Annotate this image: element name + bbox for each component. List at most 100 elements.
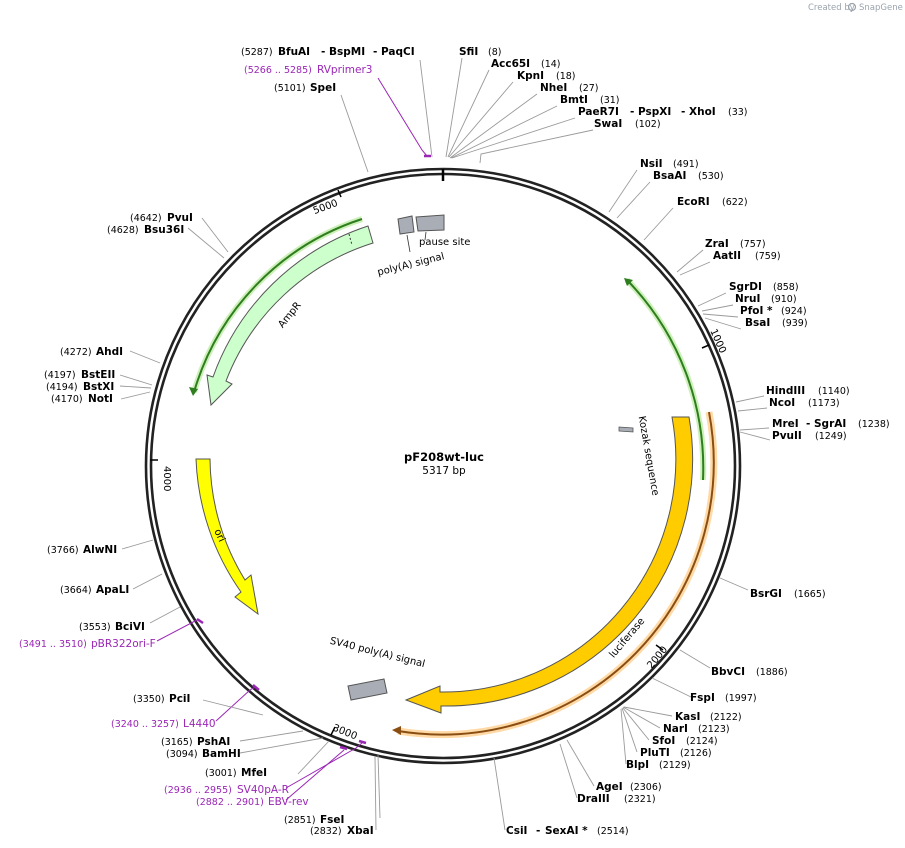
site-pspxi[interactable]: PspXI <box>638 106 671 118</box>
site-pvui[interactable]: PvuI <box>167 212 193 224</box>
site-csii[interactable]: CsiI <box>506 825 527 837</box>
orf-orange-arrowhead <box>392 726 401 735</box>
site-sfii[interactable]: SfiI <box>459 46 478 58</box>
feature-pause-box[interactable] <box>415 214 445 232</box>
site-nrui[interactable]: NruI <box>735 293 760 305</box>
site-bspmi[interactable]: BspMI <box>329 46 365 58</box>
feature-ampr[interactable] <box>206 225 374 407</box>
site-bsteii[interactable]: BstEII <box>81 369 115 381</box>
tick-label-3000: 3000 <box>331 723 359 743</box>
site-ecori[interactable]: EcoRI <box>677 196 710 208</box>
site-pos-bstxi: (4194) <box>46 382 78 393</box>
site-mfei[interactable]: MfeI <box>241 767 267 779</box>
site-apali[interactable]: ApaLI <box>96 584 129 596</box>
feature-polya-box[interactable] <box>397 215 415 235</box>
primer-pos-l4440: (3240 .. 3257) <box>111 719 179 730</box>
site-pvuii[interactable]: PvuII <box>772 430 802 442</box>
site-paer7i[interactable]: PaeR7I <box>578 106 619 118</box>
site-pos-blpi: (2129) <box>659 760 691 771</box>
site-sgrdi[interactable]: SgrDI <box>729 281 762 293</box>
feature-label-sv40-polya: SV40 poly(A) signal <box>329 636 426 670</box>
site-pos-xbai: (2832) <box>310 826 342 837</box>
site-bfuai[interactable]: BfuAI <box>278 46 310 58</box>
plasmid-name: pF208wt-luc <box>404 450 484 464</box>
primer-rvprimer3[interactable]: RVprimer3 <box>317 64 373 76</box>
site-aatii[interactable]: AatII <box>713 250 741 262</box>
tick-1000 <box>701 344 710 349</box>
site-acc65i[interactable]: Acc65I <box>491 58 530 70</box>
site-pos-ncoi: (1173) <box>808 398 840 409</box>
feature-kozak-box[interactable] <box>618 426 634 433</box>
site-sgrai[interactable]: SgrAI <box>814 418 846 430</box>
site-kpni[interactable]: KpnI <box>517 70 544 82</box>
site-noti[interactable]: NotI <box>88 393 113 405</box>
site-zrai[interactable]: ZraI <box>705 238 729 250</box>
site-bsai[interactable]: BsaI <box>745 317 770 329</box>
site-xhoi[interactable]: XhoI <box>689 106 716 118</box>
site-agei[interactable]: AgeI <box>596 781 623 793</box>
site-draiii[interactable]: DraIII <box>577 793 610 805</box>
site-spei[interactable]: SpeI <box>310 82 336 94</box>
site-pos-noti: (4170) <box>51 394 83 405</box>
site-bmti[interactable]: BmtI <box>560 94 588 106</box>
site-ahdi[interactable]: AhdI <box>96 346 123 358</box>
site-swai[interactable]: SwaI <box>594 118 622 130</box>
feature-sv40-polya-box[interactable] <box>347 678 388 701</box>
site-bcivi[interactable]: BciVI <box>115 621 145 633</box>
site-pcii[interactable]: PciI <box>169 693 190 705</box>
site-pos-aatii: (759) <box>755 251 781 262</box>
site-pos-apali: (3664) <box>60 585 92 596</box>
primer-sv40pa[interactable]: SV40pA-R <box>237 784 289 796</box>
site-pos-swai: (102) <box>635 119 661 130</box>
site-nari[interactable]: NarI <box>663 723 688 735</box>
feature-ori[interactable] <box>195 458 259 616</box>
feature-label-ampr: AmpR <box>276 300 303 330</box>
site-nhei[interactable]: NheI <box>540 82 567 94</box>
primer-pbr322ori[interactable]: pBR322ori-F <box>91 638 156 650</box>
site-pfoi[interactable]: PfoI * <box>740 305 773 317</box>
site-pos-bfuai: (5287) <box>241 47 273 58</box>
site-ncoi[interactable]: NcoI <box>769 397 795 409</box>
tick-label-2000: 2000 <box>645 644 670 671</box>
site-pshai[interactable]: PshAI <box>197 736 230 748</box>
site-fsei[interactable]: FseI <box>320 814 344 826</box>
site-pos-sfii: (8) <box>488 47 501 58</box>
site-bamhi[interactable]: BamHI <box>202 748 241 760</box>
site-leaders <box>119 57 771 831</box>
site-mrei[interactable]: MreI <box>772 418 799 430</box>
site-pos-bamhi: (3094) <box>166 749 198 760</box>
site-alwni[interactable]: AlwNI <box>83 544 117 556</box>
site-pos-spei: (5101) <box>274 83 306 94</box>
site-bstxi[interactable]: BstXI <box>83 381 114 393</box>
site-blpi[interactable]: BlpI <box>626 759 649 771</box>
site-hindiii[interactable]: HindIII <box>766 385 805 397</box>
site-pos-pvuii: (1249) <box>815 431 847 442</box>
site-pos-fsei: (2851) <box>284 815 316 826</box>
site-paqci[interactable]: PaqCI <box>381 46 415 58</box>
primer-marks <box>196 154 431 751</box>
primer-ebvrev[interactable]: EBV-rev <box>268 796 309 808</box>
site-xbai[interactable]: XbaI <box>347 825 374 837</box>
site-bsaai[interactable]: BsaAI <box>653 170 686 182</box>
tick-label-4000: 4000 <box>161 466 172 491</box>
site-bsrgi[interactable]: BsrGI <box>750 588 782 600</box>
site-nsii[interactable]: NsiI <box>640 158 663 170</box>
ampr-dotted-mark <box>348 233 353 246</box>
site-pos-sexai: (2514) <box>597 826 629 837</box>
orf-orange-line <box>397 411 715 736</box>
feature-luciferase[interactable] <box>404 416 694 714</box>
primer-pos-pbr322ori: (3491 .. 3510) <box>19 639 87 650</box>
feature-label-pause: pause site <box>419 237 470 248</box>
site-fspi[interactable]: FspI <box>690 692 715 704</box>
site-pos-agei: (2306) <box>630 782 662 793</box>
site-pos-sfoi: (2124) <box>686 736 718 747</box>
site-sfoi[interactable]: SfoI <box>652 735 675 747</box>
primer-l4440[interactable]: L4440 <box>183 718 216 730</box>
site-kasi[interactable]: KasI <box>675 711 700 723</box>
site-bbvci[interactable]: BbvCI <box>711 666 745 678</box>
site-pluti[interactable]: PluTI <box>640 747 670 759</box>
site-pos-acc65i: (14) <box>541 59 561 70</box>
site-bsu36i[interactable]: Bsu36I <box>144 224 184 236</box>
site-sexai[interactable]: SexAI * <box>545 825 588 837</box>
